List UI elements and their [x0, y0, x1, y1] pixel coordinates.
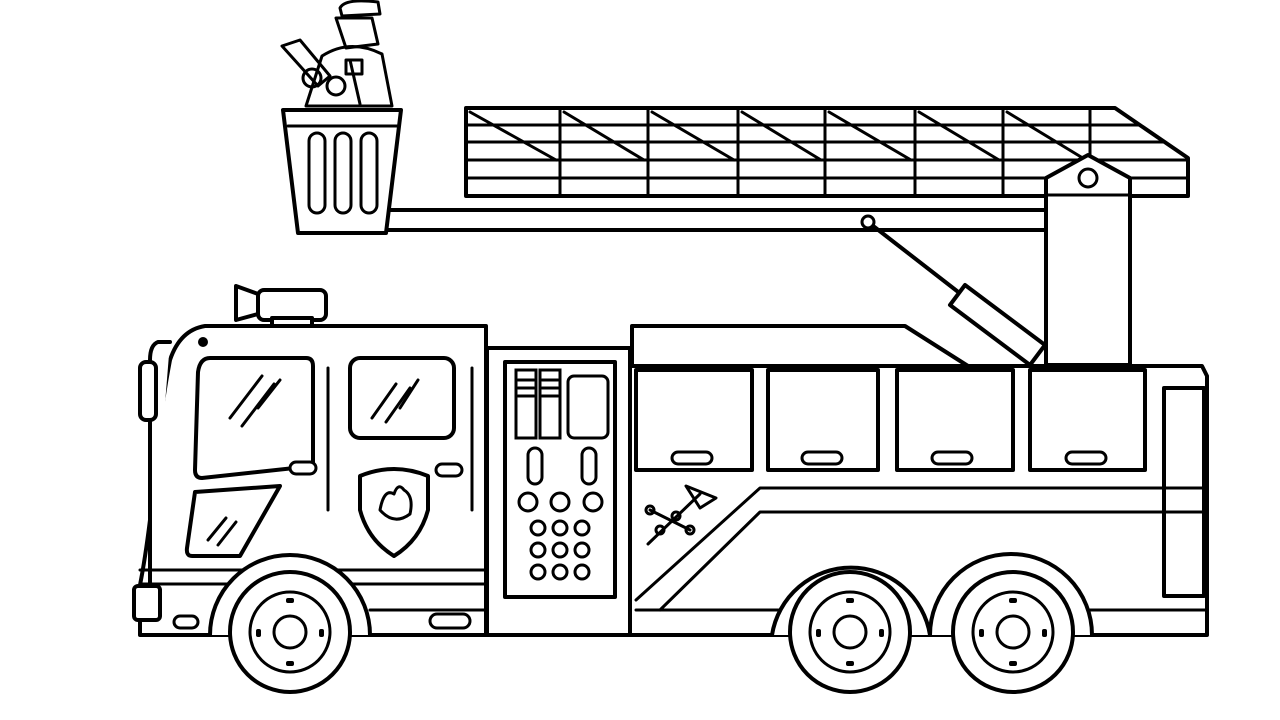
boom-arm — [383, 208, 1049, 232]
rear-wheel-1 — [788, 570, 912, 694]
front-wheel — [228, 570, 352, 694]
ladder — [464, 106, 1190, 198]
headlight — [132, 584, 162, 622]
rear-wheel-2 — [951, 570, 1075, 694]
pump-panel — [485, 346, 632, 637]
crossed-tools-emblem — [644, 484, 718, 546]
door-handle — [288, 460, 318, 476]
shield-emblem — [358, 467, 430, 558]
wheels — [208, 552, 1094, 694]
siren-light — [234, 284, 328, 328]
rear-body — [628, 324, 1209, 637]
ladder-tower — [1044, 153, 1132, 367]
firefighter — [280, 0, 394, 108]
side-mirror — [138, 360, 158, 422]
bucket — [281, 108, 403, 235]
front-window — [193, 356, 315, 480]
